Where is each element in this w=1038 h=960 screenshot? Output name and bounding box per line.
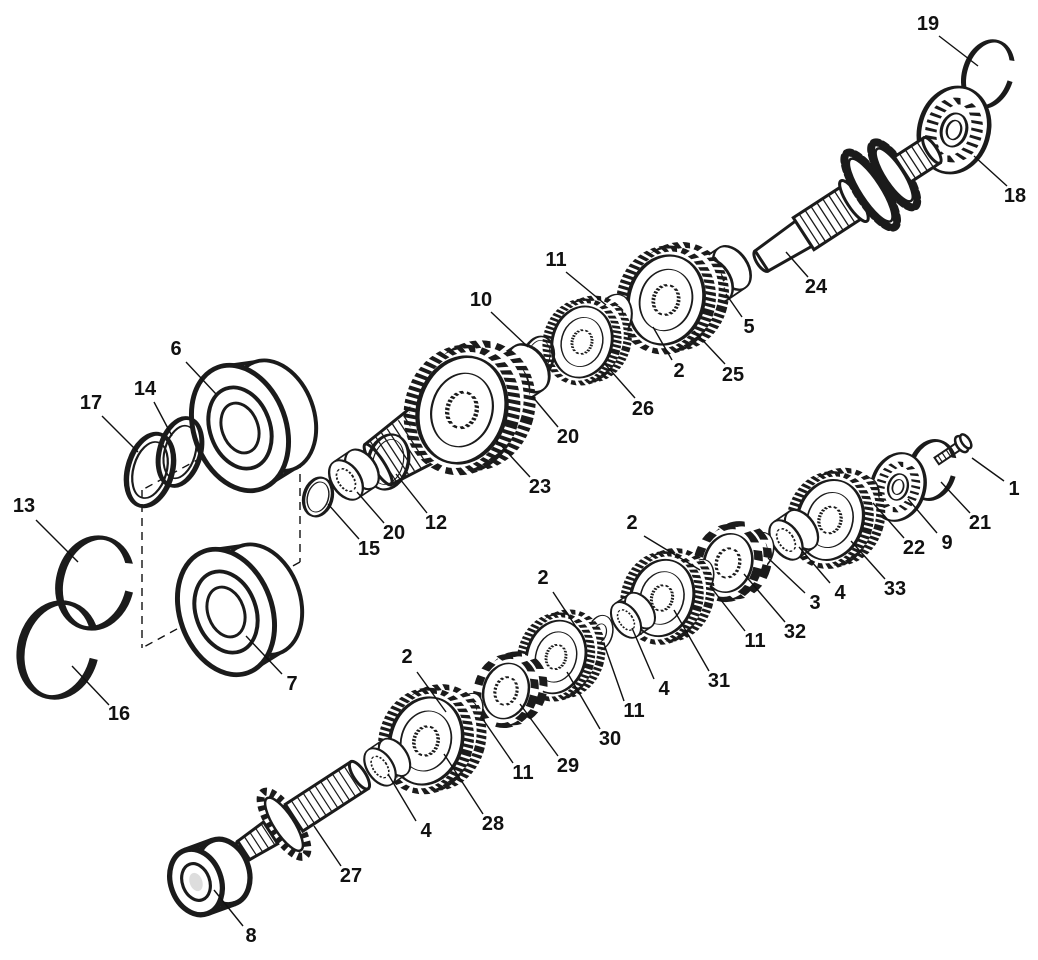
svg-text:4: 4 — [658, 678, 670, 700]
svg-text:2: 2 — [673, 360, 684, 382]
svg-text:15: 15 — [358, 538, 380, 560]
part-label: 27 — [313, 825, 362, 887]
svg-text:31: 31 — [708, 670, 730, 692]
svg-text:16: 16 — [108, 703, 130, 725]
part-label: 13 — [13, 495, 79, 563]
svg-text:6: 6 — [170, 338, 181, 360]
part-label: 33 — [850, 540, 906, 600]
svg-text:13: 13 — [13, 495, 35, 517]
part-label: 1 — [971, 457, 1020, 500]
part-label: 30 — [566, 671, 621, 750]
part-label: 18 — [973, 155, 1026, 207]
svg-text:14: 14 — [134, 378, 157, 400]
part-label: 7 — [245, 635, 298, 695]
svg-text:4: 4 — [834, 582, 846, 604]
svg-text:26: 26 — [632, 398, 654, 420]
part-label: 22 — [872, 502, 925, 559]
part-label: 16 — [71, 665, 130, 725]
part-label: 3 — [767, 557, 821, 614]
part-label: 4 — [631, 627, 670, 700]
svg-text:11: 11 — [545, 249, 566, 271]
svg-text:11: 11 — [623, 700, 644, 722]
svg-text:27: 27 — [340, 865, 362, 887]
svg-text:2: 2 — [626, 512, 637, 534]
svg-text:20: 20 — [557, 426, 579, 448]
svg-text:11: 11 — [744, 630, 765, 652]
part-16-retaining-ring — [11, 595, 106, 706]
part-label: 15 — [327, 503, 380, 560]
svg-text:28: 28 — [482, 813, 504, 835]
part-label: 9 — [907, 498, 953, 554]
part-label: 32 — [743, 573, 806, 643]
part-label: 6 — [170, 338, 217, 395]
part-label: 5 — [725, 293, 755, 338]
part-label: 11 — [481, 717, 534, 784]
svg-text:21: 21 — [969, 512, 991, 534]
svg-text:19: 19 — [917, 13, 939, 35]
part-label: 14 — [134, 378, 173, 437]
svg-text:17: 17 — [80, 392, 102, 414]
part-label: 11 — [603, 643, 645, 722]
part-label: 28 — [443, 753, 504, 835]
part-label: 29 — [519, 703, 579, 777]
svg-text:30: 30 — [599, 728, 621, 750]
svg-text:18: 18 — [1004, 185, 1026, 207]
part-7-bearing-housing — [161, 525, 320, 688]
part-label: 4 — [798, 546, 846, 604]
part-label: 26 — [603, 362, 654, 420]
svg-text:8: 8 — [245, 925, 256, 947]
svg-text:9: 9 — [941, 532, 952, 554]
part-24-mainshaft — [752, 135, 943, 273]
part-label: 2 — [626, 512, 701, 571]
svg-text:12: 12 — [425, 512, 447, 534]
part-label: 8 — [213, 889, 257, 947]
svg-text:33: 33 — [884, 578, 906, 600]
part-17-ring — [119, 428, 182, 512]
part-label: 10 — [470, 289, 529, 348]
svg-text:22: 22 — [903, 537, 925, 559]
part-labels: 19 18 24 5 11 10 2 25 26 6 14 17 20 23 1… — [13, 13, 1026, 947]
part-label: 2 — [401, 646, 447, 713]
part-label: 4 — [387, 773, 432, 842]
part-label: 12 — [395, 473, 447, 534]
part-label: 11 — [709, 585, 766, 652]
svg-text:20: 20 — [383, 522, 405, 544]
svg-text:1: 1 — [1008, 478, 1019, 500]
svg-text:4: 4 — [420, 820, 432, 842]
part-label: 24 — [785, 251, 828, 298]
part-label: 31 — [673, 609, 730, 692]
svg-text:2: 2 — [401, 646, 412, 668]
part-13-retaining-ring — [50, 530, 141, 636]
svg-text:10: 10 — [470, 289, 492, 311]
part-27-countershaft — [234, 759, 372, 862]
svg-text:11: 11 — [512, 762, 533, 784]
part-label: 20 — [356, 491, 405, 544]
part-label: 25 — [693, 330, 744, 386]
svg-text:23: 23 — [529, 476, 551, 498]
part-label: 17 — [80, 392, 139, 453]
svg-text:2: 2 — [537, 567, 548, 589]
part-label: 21 — [940, 481, 991, 534]
svg-text:25: 25 — [722, 364, 744, 386]
part-label: 2 — [537, 567, 587, 643]
svg-text:5: 5 — [743, 316, 754, 338]
part-label: 20 — [531, 395, 579, 448]
part-label: 11 — [545, 249, 607, 306]
svg-text:32: 32 — [784, 621, 806, 643]
part-label: 23 — [495, 439, 551, 498]
svg-text:3: 3 — [809, 592, 820, 614]
svg-text:29: 29 — [557, 755, 579, 777]
part-label: 2 — [652, 326, 685, 382]
part-label: 19 — [917, 13, 979, 67]
svg-text:24: 24 — [805, 276, 828, 298]
svg-text:7: 7 — [286, 673, 297, 695]
